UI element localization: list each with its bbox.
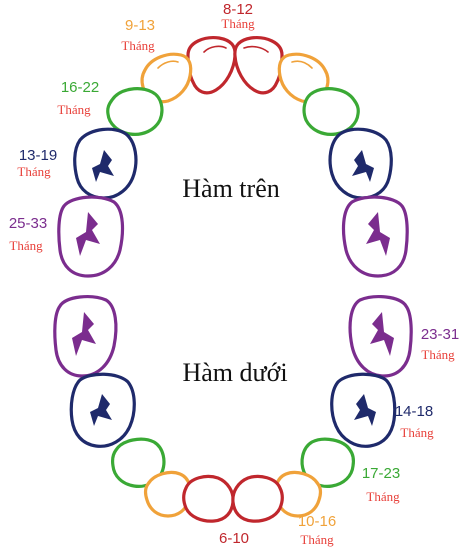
month-label: Tháng xyxy=(366,489,400,504)
upper-lateral-incisor-left xyxy=(140,52,193,104)
month-label: Tháng xyxy=(17,164,51,179)
month-label: Tháng xyxy=(221,16,255,31)
upper-teeth xyxy=(57,36,409,278)
lower-label-central-incisors: 6-10 xyxy=(219,530,249,547)
lower-label-canines: 17-23 Tháng xyxy=(362,465,400,504)
range-label: 6-10 xyxy=(219,530,249,547)
range-label: 16-22 xyxy=(61,79,99,96)
month-label: Tháng xyxy=(9,238,43,253)
lower-central-incisor-right xyxy=(231,474,284,523)
range-label: 23-31 xyxy=(421,326,459,343)
month-label: Tháng xyxy=(57,102,91,117)
upper-label-lateral-incisors: 9-13 Tháng xyxy=(121,17,155,53)
month-label: Tháng xyxy=(400,425,434,440)
month-label: Tháng xyxy=(300,532,334,547)
lower-lateral-incisor-right xyxy=(274,470,322,518)
range-label: 14-18 xyxy=(395,403,433,420)
lower-label-first-molars: 14-18 Tháng xyxy=(395,403,434,440)
upper-label-second-molars: 25-33 Tháng xyxy=(9,215,47,253)
upper-label-first-molars: 13-19 Tháng xyxy=(17,147,57,179)
lower-teeth xyxy=(53,295,413,523)
upper-central-incisor-left xyxy=(186,36,237,95)
month-label: Tháng xyxy=(421,347,455,362)
range-label: 17-23 xyxy=(362,465,400,482)
month-label: Tháng xyxy=(121,38,155,53)
lower-lateral-incisor-left xyxy=(144,470,192,518)
upper-central-incisor-right xyxy=(233,36,284,95)
lower-jaw-title: Hàm dưới xyxy=(182,358,287,387)
lower-label-lateral-incisors: 10-16 Tháng xyxy=(298,513,336,547)
range-label: 8-12 xyxy=(223,1,253,18)
upper-canine-right xyxy=(302,87,360,136)
range-label: 25-33 xyxy=(9,215,47,232)
range-label: 9-13 xyxy=(125,17,155,34)
upper-canine-left xyxy=(106,87,164,136)
range-label: 13-19 xyxy=(19,147,57,164)
upper-label-canines: 16-22 Tháng xyxy=(57,79,99,117)
lower-label-second-molars: 23-31 Tháng xyxy=(421,326,459,362)
upper-label-central-incisors: 8-12 Tháng xyxy=(221,1,255,31)
lower-central-incisor-left xyxy=(182,474,235,523)
range-label: 10-16 xyxy=(298,513,336,530)
upper-jaw-title: Hàm trên xyxy=(182,174,279,203)
